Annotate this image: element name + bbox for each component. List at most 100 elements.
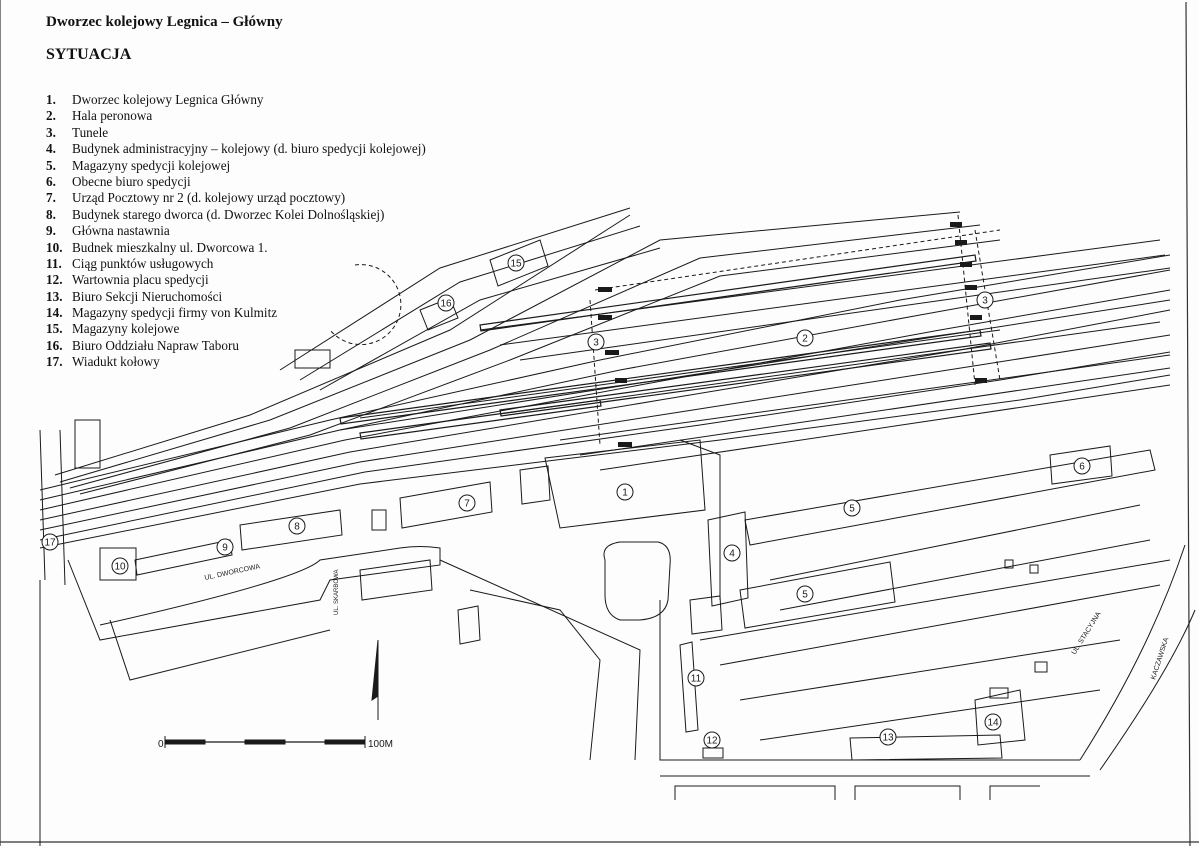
railway-tracks <box>39 211 1171 549</box>
building-14 <box>974 689 1026 746</box>
legend-number: 4. <box>46 141 56 157</box>
legend-number: 16. <box>46 337 63 353</box>
legend-item: 10.Budnek mieszkalny ul. Dworcowa 1. <box>46 240 426 256</box>
building-7 <box>399 481 493 529</box>
map-marker-16: 16 <box>437 294 455 312</box>
map-marker-11: 11 <box>687 669 705 687</box>
page-title: Dworzec kolejowy Legnica – Główny <box>46 14 283 30</box>
map-marker-2: 2 <box>796 329 814 347</box>
legend-item: 13.Biuro Sekcji Nieruchomości <box>46 289 426 305</box>
map-marker-label: 15 <box>510 259 522 270</box>
legend-label: Budynek administracyjny – kolejowy (d. b… <box>72 141 426 157</box>
map-marker-13: 13 <box>879 728 897 746</box>
building-11 <box>679 641 699 733</box>
legend-label: Biuro Sekcji Nieruchomości <box>72 288 223 304</box>
station-annex <box>519 465 551 505</box>
street-label-dworcowa: UL. DWORCOWA <box>204 563 261 582</box>
street-label-skarbowa: UL. SKARBOWA <box>334 570 340 615</box>
legend-label: Magazyny kolejowe <box>72 321 180 337</box>
scale-start-label: 0 <box>158 739 164 750</box>
legend-label: Magazyny spedycji kolejowej <box>72 157 231 173</box>
station-plaza <box>603 541 671 621</box>
warehouse-end <box>689 595 723 635</box>
map-marker-9: 9 <box>216 538 234 556</box>
scale-bar <box>164 736 366 748</box>
small-structure <box>1034 661 1048 673</box>
legend-label: Dworzec kolejowy Legnica Główny <box>72 92 264 107</box>
map-marker-12: 12 <box>703 731 721 749</box>
legend-item: 12.Wartownia placu spedycji <box>46 272 426 288</box>
legend-number: 17. <box>46 354 63 370</box>
map-marker-label: 8 <box>294 522 300 533</box>
building-5-north <box>744 449 1156 546</box>
legend-number: 14. <box>46 305 63 321</box>
map-marker-3: 3 <box>587 333 605 351</box>
legend-label: Główna nastawnia <box>72 223 170 239</box>
legend-label: Tunele <box>72 124 109 140</box>
legend-number: 8. <box>46 206 56 222</box>
map-marker-4: 4 <box>723 544 741 562</box>
legend-item: 15. Magazyny kolejowe <box>46 321 426 337</box>
building-9 <box>134 539 233 576</box>
map-marker-label: 5 <box>849 504 855 515</box>
legend-number: 9. <box>46 223 56 239</box>
street-label-stacyjna: UL. STACYJNA <box>1071 611 1103 656</box>
map-marker-label: 9 <box>222 543 228 554</box>
legend-item: 4. Budynek administracyjny – kolejowy (d.… <box>46 141 426 157</box>
building-8 <box>239 509 343 551</box>
legend-number: 2. <box>46 108 56 124</box>
legend-label: Magazyny spedycji firmy von Kulmitz <box>72 305 278 321</box>
building-13 <box>849 734 1003 761</box>
map-marker-7: 7 <box>458 494 476 512</box>
legend-list: 1. Dworzec kolejowy Legnica Główny 2. Hala… <box>46 92 426 371</box>
legend-item: 11.Ciąg punktów usługowych <box>46 256 426 272</box>
north-sidings <box>279 207 661 391</box>
legend-number: 3. <box>46 124 56 140</box>
map-marker-label: 7 <box>464 499 470 510</box>
legend-number: 11. <box>46 255 62 271</box>
map-marker-label: 16 <box>440 299 452 310</box>
legend-number: 15. <box>46 321 63 337</box>
legend-number: 1. <box>46 92 56 107</box>
small-structure <box>989 687 1009 699</box>
turntable-outline <box>329 264 402 346</box>
building-12 <box>702 747 724 759</box>
legend-label: Hala peronowa <box>72 108 153 124</box>
legend-label: Budynek starego dworca (d. Dworzec Kolei… <box>72 206 385 222</box>
map-marker-label: 6 <box>1079 462 1085 473</box>
legend-label: Wartownia placu spedycji <box>72 272 209 288</box>
legend-item: 14. Magazyny spedycji firmy von Kulmitz <box>46 305 426 321</box>
small-structure <box>1029 564 1039 574</box>
legend-item: 7.Urząd Pocztowy nr 2 (d. kolejowy urząd… <box>46 190 426 206</box>
legend-item: 2. Hala peronowa <box>46 108 426 124</box>
small-structure <box>1004 559 1014 569</box>
map-marker-label: 1 <box>622 488 628 499</box>
legend-item: 8. Budynek starego dworca (d. Dworzec Kol… <box>46 207 426 223</box>
viaduct <box>39 429 66 846</box>
streets <box>67 439 1196 800</box>
street-label-kaczawska: KACZAWSKA <box>1150 637 1170 681</box>
map-marker-label: 3 <box>593 338 599 349</box>
legend-label: Obecne biuro spedycji <box>72 173 191 189</box>
tunnel-markers <box>598 222 987 447</box>
map-marker-10: 10 <box>111 557 129 575</box>
building-1 <box>544 439 706 529</box>
legend-item: 9. Główna nastawnia <box>46 223 426 239</box>
legend-item: 1. Dworzec kolejowy Legnica Główny <box>46 92 426 108</box>
legend-label: Wiadukt kołowy <box>72 354 160 370</box>
building-4 <box>707 511 749 607</box>
legend-item: 17. Wiadukt kołowy <box>46 354 426 370</box>
map-marker-3: 3 <box>976 291 994 309</box>
legend-number: 6. <box>46 173 56 189</box>
legend-item: 16.Biuro Oddziału Napraw Taboru <box>46 338 426 354</box>
scale-end-label: 100M <box>368 739 393 750</box>
map-marker-label: 13 <box>882 733 894 744</box>
building-6 <box>1049 445 1113 485</box>
legend-item: 3. Tunele <box>46 125 426 141</box>
freight-sidings <box>699 504 1171 741</box>
map-marker-label: 2 <box>802 334 808 345</box>
map-marker-label: 4 <box>729 549 735 560</box>
